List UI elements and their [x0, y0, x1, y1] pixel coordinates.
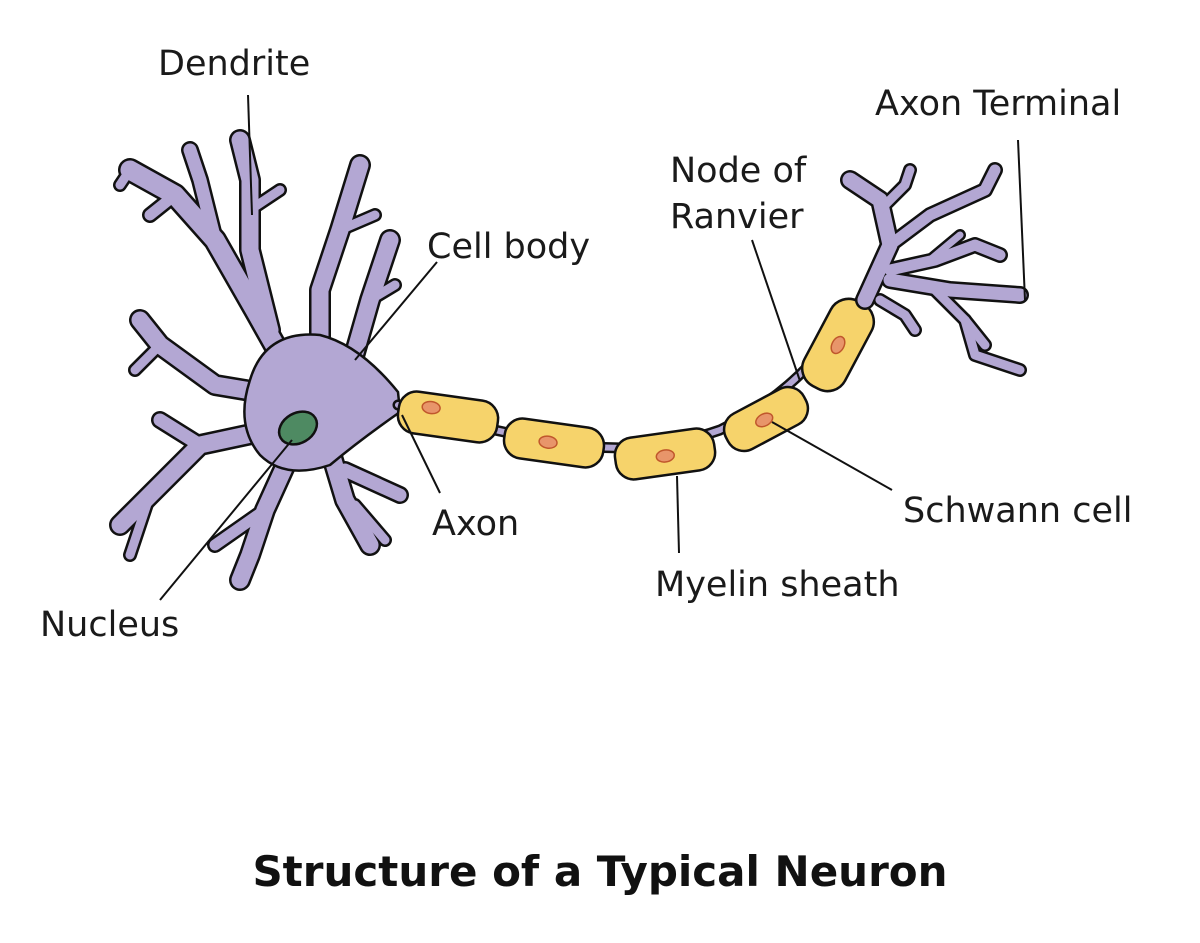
dendrites-fill — [111, 131, 407, 589]
diagram-title: Structure of a Typical Neuron — [252, 847, 947, 896]
leader-lines — [159, 94, 1026, 601]
schwann-nucleus — [830, 335, 846, 355]
schwann-cell-label: Schwann cell — [903, 491, 1132, 531]
myelin-segment — [396, 390, 500, 444]
cell-body-group — [109, 129, 409, 591]
axon-leader — [401, 414, 441, 494]
schwann-nucleus — [655, 449, 675, 463]
myelin-segment — [613, 427, 717, 481]
terminal-fill — [842, 164, 1027, 375]
myelin-segment — [502, 417, 606, 469]
myelin-sheath-label: Myelin sheath — [655, 565, 900, 605]
schwann-nucleus — [755, 412, 774, 428]
myelin-segment — [722, 385, 810, 453]
dendrite-leader — [247, 94, 253, 216]
nucleus-label: Nucleus — [40, 605, 179, 645]
schwann-nucleus — [538, 435, 558, 449]
node-of-ranvier-label-line2: Ranvier — [670, 197, 804, 237]
cell-body-leader — [354, 261, 438, 361]
node-of-ranvier-leader — [751, 239, 801, 382]
labels: Dendrite Cell body Nucleus Axon Myelin s… — [40, 44, 1132, 645]
schwann-cell-leader — [771, 421, 893, 491]
schwann-nucleus — [421, 400, 441, 415]
nucleus-leader — [159, 439, 293, 601]
axon-terminal-leader — [1017, 139, 1026, 301]
cell-body — [243, 333, 402, 472]
myelin-sheath-leader — [676, 475, 680, 554]
axon-terminal-label: Axon Terminal — [875, 84, 1121, 124]
axon-terminal-group — [840, 162, 1029, 377]
nucleus — [277, 410, 319, 446]
myelin-sheath-group — [396, 297, 876, 481]
cell-body-label: Cell body — [427, 227, 590, 267]
dendrite-label: Dendrite — [158, 44, 310, 84]
node-of-ranvier-label-line1: Node of — [670, 151, 807, 191]
axon-label: Axon — [432, 504, 519, 544]
